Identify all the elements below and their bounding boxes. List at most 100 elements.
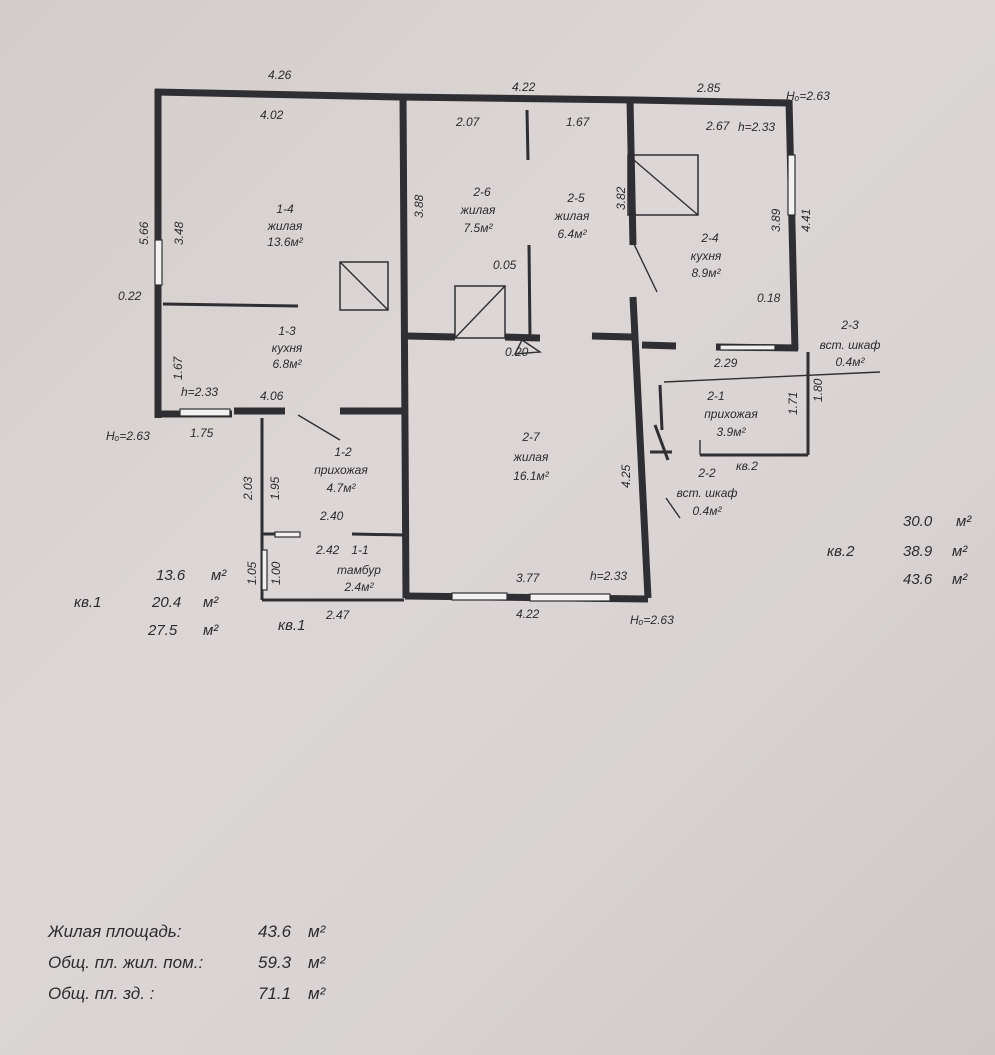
summary-value: 43.6 <box>258 921 292 941</box>
room-2-4: 2-4 кухня 8.9м² <box>691 231 722 280</box>
dim-height-bottom: Hₒ=2.63 <box>630 613 674 627</box>
svg-text:2.4м²: 2.4м² <box>344 580 375 594</box>
room-2-2: 2-2 вст. шкаф 0.4м² <box>677 466 738 518</box>
kv1-area-table: кв.1 13.6 м² 20.4 м² 27.5 м² <box>74 567 227 639</box>
dim-room-1-3-height: 1.67 <box>171 355 185 380</box>
svg-text:6.8м²: 6.8м² <box>273 357 303 371</box>
svg-text:16.1м²: 16.1м² <box>513 469 550 483</box>
dim-room-2-4-width: 2.67 <box>705 119 731 133</box>
walls <box>154 88 810 603</box>
svg-text:тамбур: тамбур <box>337 563 381 577</box>
dim-room-1-1-height: 1.00 <box>269 561 283 585</box>
windows <box>154 154 796 602</box>
wall-2-1-door <box>653 424 670 461</box>
summary-unit: м² <box>308 983 326 1003</box>
dim-room-2-6-width: 2.07 <box>455 115 481 129</box>
wall-top <box>154 88 791 107</box>
dim-room-2-5-width: 1.67 <box>566 115 591 129</box>
room-2-1: 2-1 прихожая 3.9м² <box>704 389 758 439</box>
area-summary: Жилая площадь: 43.6 м² Общ. пл. жил. пом… <box>48 916 325 1009</box>
dim-bottom-outer: 4.22 <box>516 607 540 621</box>
dim-room-2-4-h: h=2.33 <box>738 120 775 134</box>
stove-2-6-icon <box>454 285 506 339</box>
kv2-value-2: 38.9 <box>903 543 933 560</box>
summary-label: Общ. пл. зд. : <box>48 983 155 1003</box>
kv2-value-1: 30.0 <box>903 513 933 530</box>
dim-room-2-3-2-29: 2.29 <box>713 356 738 370</box>
svg-text:2-3: 2-3 <box>840 318 859 332</box>
svg-text:4.7м²: 4.7м² <box>327 481 357 495</box>
room-1-1: 1-1 тамбур 2.4м² <box>337 543 381 594</box>
room-2-6: 2-6 жилая 7.5м² <box>460 185 496 235</box>
summary-value: 71.1 <box>258 983 292 1003</box>
svg-text:7.5м²: 7.5м² <box>464 221 494 235</box>
svg-text:1-1: 1-1 <box>351 543 368 557</box>
kv2-area-table: кв.2 30.0 м² 38.9 м² 43.6 м² <box>827 513 972 588</box>
dim-bottom-1-1: 2.47 <box>325 608 351 622</box>
dim-wall-3-82: 3.82 <box>614 186 628 210</box>
dim-room-1-2-height: 1.95 <box>268 476 282 500</box>
summary-label: Общ. пл. жил. пом.: <box>48 952 204 972</box>
svg-text:прихожая: прихожая <box>314 463 368 477</box>
room-2-3: 2-3 вст. шкаф 0.4м² <box>820 318 881 369</box>
wall-2-7-stub <box>591 332 633 341</box>
svg-text:6.4м²: 6.4м² <box>558 227 588 241</box>
svg-text:прихожая: прихожая <box>704 407 758 421</box>
kv1-value-3: 27.5 <box>147 622 178 639</box>
dim-room-1-2-width: 2.40 <box>319 509 344 523</box>
svg-text:1-3: 1-3 <box>278 324 296 338</box>
summary-label: Жилая площадь: <box>48 921 182 941</box>
wall-2-7-bottom <box>404 592 649 603</box>
dim-room-2-7-h: h=2.33 <box>590 569 627 583</box>
dim-height-left: Hₒ=2.63 <box>106 429 150 443</box>
svg-text:жилая: жилая <box>460 203 496 217</box>
svg-text:0.4м²: 0.4м² <box>693 504 723 518</box>
dim-top-mid-outer: 4.22 <box>512 80 536 94</box>
dim-top-right-outer: 2.85 <box>696 81 721 95</box>
dim-room-2-7-width: 3.77 <box>516 571 541 585</box>
window-2-4-right <box>787 154 796 216</box>
partition-2-6-2-5-b <box>527 244 532 339</box>
svg-text:2-6: 2-6 <box>472 185 491 199</box>
dim-room-1-3-width: 4.06 <box>260 389 284 403</box>
window-1-3 <box>179 408 231 417</box>
wall-2-7-right <box>629 296 652 599</box>
leader-lines <box>297 241 881 519</box>
dim-room-1-3-h: h=2.33 <box>181 385 218 399</box>
svg-text:кухня: кухня <box>272 341 303 355</box>
room-labels: 1-4 жилая 13.6м² 1-3 кухня 6.8м² 1-2 при… <box>267 185 881 634</box>
svg-text:8.9м²: 8.9м² <box>692 266 722 280</box>
svg-text:жилая: жилая <box>554 209 590 223</box>
summary-unit: м² <box>308 952 326 972</box>
svg-text:13.6м²: 13.6м² <box>267 235 304 249</box>
stove-marker-icon <box>513 338 543 355</box>
wall-2-5-2-4 <box>626 99 637 246</box>
dim-room-1-2-outer-height: 2.03 <box>241 476 255 501</box>
dimension-labels: 4.26 4.22 2.85 Hₒ=2.63 4.02 2.07 1.67 2.… <box>106 68 830 627</box>
dim-top-left-outer: 4.26 <box>268 68 292 82</box>
window-1-1 <box>261 549 268 591</box>
wall-2-6-bottom <box>405 332 456 341</box>
svg-text:2-1: 2-1 <box>706 389 724 403</box>
window-1-2 <box>274 531 301 538</box>
window-1-4 <box>154 239 163 286</box>
partition-1-4-1-3 <box>162 302 299 308</box>
dim-room-1-4-height: 3.48 <box>172 221 186 245</box>
dim-partition-0-05: 0.05 <box>493 258 517 272</box>
wall-1-1-top-b <box>351 532 405 537</box>
summary-unit: м² <box>308 921 326 941</box>
svg-text:1-2: 1-2 <box>334 445 352 459</box>
room-2-5: 2-5 жилая 6.4м² <box>554 191 590 241</box>
wall-2-1-inner <box>658 384 664 431</box>
partition-2-6-2-5 <box>525 109 530 161</box>
kv1-value-1: 13.6 <box>156 567 186 584</box>
svg-text:0.4м²: 0.4м² <box>836 355 866 369</box>
kv2-value-3: 43.6 <box>903 571 933 588</box>
window-2-7-right <box>529 593 611 602</box>
wall-right <box>785 99 799 351</box>
kv1-unit-2: м² <box>203 594 219 611</box>
kv2-unit-3: м² <box>952 571 968 588</box>
kv2-label: кв.2 <box>827 543 855 560</box>
summary-value: 59.3 <box>258 952 292 972</box>
